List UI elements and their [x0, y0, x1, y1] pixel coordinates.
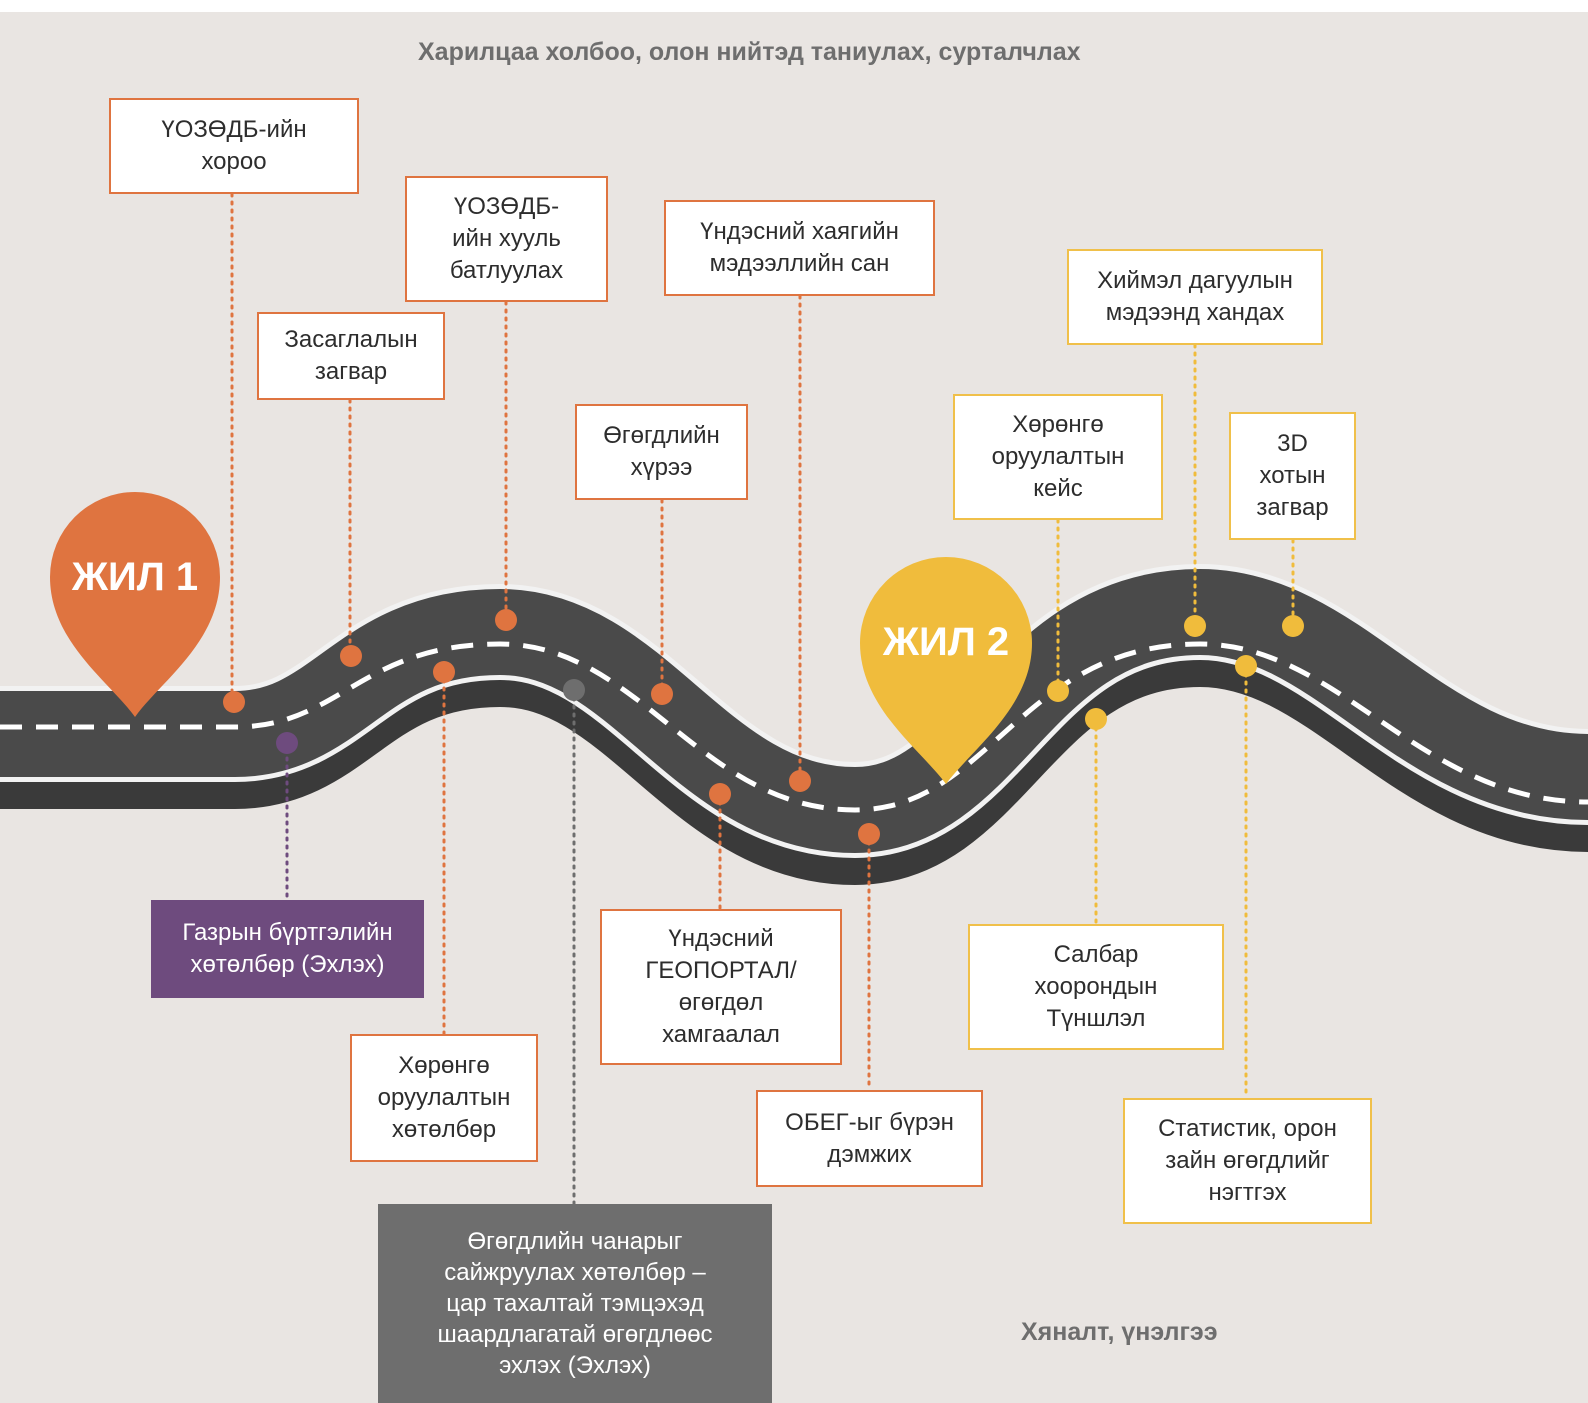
box-statistics: Статистик, орон зайн өгөгдлийг нэгтгэх: [1123, 1098, 1372, 1224]
bottom-heading: Хяналт, үнэлгээ: [1021, 1318, 1218, 1346]
box-investment-program: Хөрөнгө оруулалтын хөтөлбөр: [350, 1034, 538, 1162]
box-3d: 3D хотын загвар: [1229, 412, 1356, 540]
box-partnership: Салбар хоорондын Түншлэл: [968, 924, 1224, 1050]
dot-satellite: [1184, 615, 1206, 637]
box-satellite: Хиймэл дагуулын мэдээнд хандах: [1067, 249, 1323, 345]
box-data-quality: Өгөгдлийн чанарыг сайжруулах хөтөлбөр – …: [378, 1204, 772, 1403]
dot-investment-program: [433, 661, 455, 683]
road-center-line: [0, 641, 1588, 813]
box-geoportal: Үндэсний ГЕОПОРТАЛ/ өгөгдөл хамгаалал: [600, 909, 842, 1065]
dot-investment-case: [1047, 680, 1069, 702]
box-land-registry: Газрын бүртгэлийн хөтөлбөр (Эхлэх): [151, 900, 424, 998]
year1-pin: ЖИЛ 1: [50, 492, 220, 717]
dot-statistics: [1235, 655, 1257, 677]
dot-3d: [1282, 615, 1304, 637]
box-governance: Засаглалын загвар: [257, 312, 445, 400]
dot-land-registry: [276, 732, 298, 754]
dot-sdg: [858, 823, 880, 845]
road-surface: [0, 568, 1588, 854]
year2-pin-shape: [860, 557, 1032, 784]
box-law: ҮОЗӨДБ- ийн хууль батлуулах: [405, 176, 608, 302]
box-committee: ҮОЗӨДБ-ийн хороо: [109, 98, 359, 194]
top-heading: Харилцаа холбоо, олон нийтэд таниулах, с…: [418, 38, 1081, 66]
dot-framework: [651, 683, 673, 705]
dot-geoportal: [709, 783, 731, 805]
dot-data-quality: [563, 679, 585, 701]
year1-label: ЖИЛ 1: [71, 555, 198, 599]
dot-governance: [340, 645, 362, 667]
road-diagram: ЖИЛ 1 ЖИЛ 2: [0, 192, 1588, 1206]
box-framework: Өгөгдлийн хүрээ: [575, 404, 748, 500]
dot-law: [495, 609, 517, 631]
dot-committee: [223, 691, 245, 713]
roadmap-canvas: ЖИЛ 1 ЖИЛ 2 Харилцаа холбоо, олон нийтэд…: [0, 12, 1588, 1403]
dot-address-db: [789, 770, 811, 792]
year2-pin: ЖИЛ 2: [860, 557, 1032, 784]
year2-label: ЖИЛ 2: [882, 620, 1009, 664]
dot-partnership: [1085, 708, 1107, 730]
year1-pin-shape: [50, 492, 220, 717]
box-sdg: ОБЕГ-ыг бүрэн дэмжих: [756, 1090, 983, 1187]
box-investment-case: Хөрөнгө оруулалтын кейс: [953, 394, 1163, 520]
box-address-db: Үндэсний хаягийн мэдээллийн сан: [664, 200, 935, 296]
